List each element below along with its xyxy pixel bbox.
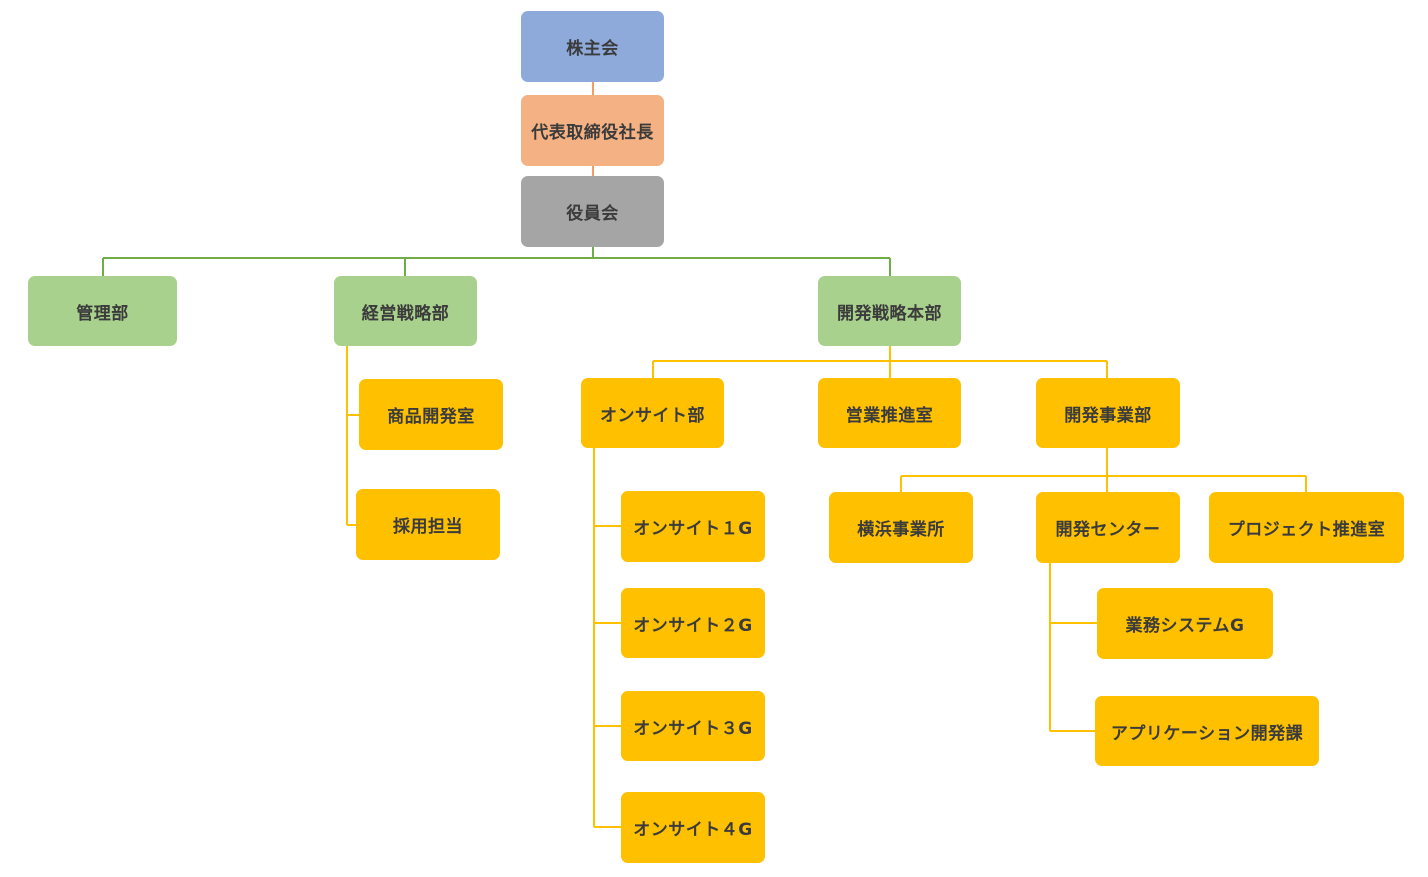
node-dev-center-label: 開発センター xyxy=(1055,520,1161,540)
node-onsite-dept: オンサイト部 xyxy=(581,378,724,448)
node-onsite-4g-label: オンサイト４G xyxy=(633,820,753,840)
node-dev-business-dept: 開発事業部 xyxy=(1036,378,1180,448)
node-mgmt-strategy-dept-label: 経営戦略部 xyxy=(361,303,450,324)
node-product-dev-office: 商品開発室 xyxy=(359,379,503,450)
node-app-dev-section: アプリケーション開発課 xyxy=(1095,696,1319,766)
node-president-ceo-label: 代表取締役社長 xyxy=(531,123,654,143)
node-shareholders-meeting-label: 株主会 xyxy=(566,39,619,59)
node-onsite-3g: オンサイト３G xyxy=(621,691,765,761)
node-onsite-4g: オンサイト４G xyxy=(621,792,765,863)
node-business-system-g: 業務システムG xyxy=(1097,588,1273,659)
node-dev-strategy-hq-label: 開発戦略本部 xyxy=(837,303,942,324)
node-product-dev-office-label: 商品開発室 xyxy=(387,407,475,427)
node-app-dev-section-label: アプリケーション開発課 xyxy=(1110,723,1304,744)
node-dev-center: 開発センター xyxy=(1036,492,1180,563)
node-dev-strategy-hq: 開発戦略本部 xyxy=(818,276,961,346)
node-onsite-1g: オンサイト１G xyxy=(621,491,765,562)
node-onsite-2g-label: オンサイト２G xyxy=(633,615,753,636)
node-project-promo-office: プロジェクト推進室 xyxy=(1209,492,1404,563)
node-onsite-2g: オンサイト２G xyxy=(621,588,765,658)
node-yokohama-office: 横浜事業所 xyxy=(829,492,973,563)
yellow-connectors xyxy=(346,346,1307,828)
node-onsite-1g-label: オンサイト１G xyxy=(633,519,753,539)
node-board-of-directors-label: 役員会 xyxy=(566,204,619,224)
node-admin-dept: 管理部 xyxy=(28,276,177,346)
node-sales-promo-office: 営業推進室 xyxy=(818,378,961,448)
node-mgmt-strategy-dept: 経営戦略部 xyxy=(334,276,477,346)
green-connectors xyxy=(102,247,891,276)
node-admin-dept-label: 管理部 xyxy=(76,303,129,324)
node-onsite-dept-label: オンサイト部 xyxy=(600,405,705,426)
node-recruiting: 採用担当 xyxy=(356,489,500,560)
node-recruiting-label: 採用担当 xyxy=(393,517,463,537)
node-business-system-g-label: 業務システムG xyxy=(1125,616,1245,636)
node-onsite-3g-label: オンサイト３G xyxy=(633,718,753,739)
node-shareholders-meeting: 株主会 xyxy=(521,11,664,82)
node-dev-business-dept-label: 開発事業部 xyxy=(1064,405,1152,426)
node-board-of-directors: 役員会 xyxy=(521,176,664,247)
node-yokohama-office-label: 横浜事業所 xyxy=(857,520,945,540)
node-sales-promo-office-label: 営業推進室 xyxy=(845,405,934,426)
node-president-ceo: 代表取締役社長 xyxy=(521,95,664,166)
node-project-promo-office-label: プロジェクト推進室 xyxy=(1227,520,1386,540)
